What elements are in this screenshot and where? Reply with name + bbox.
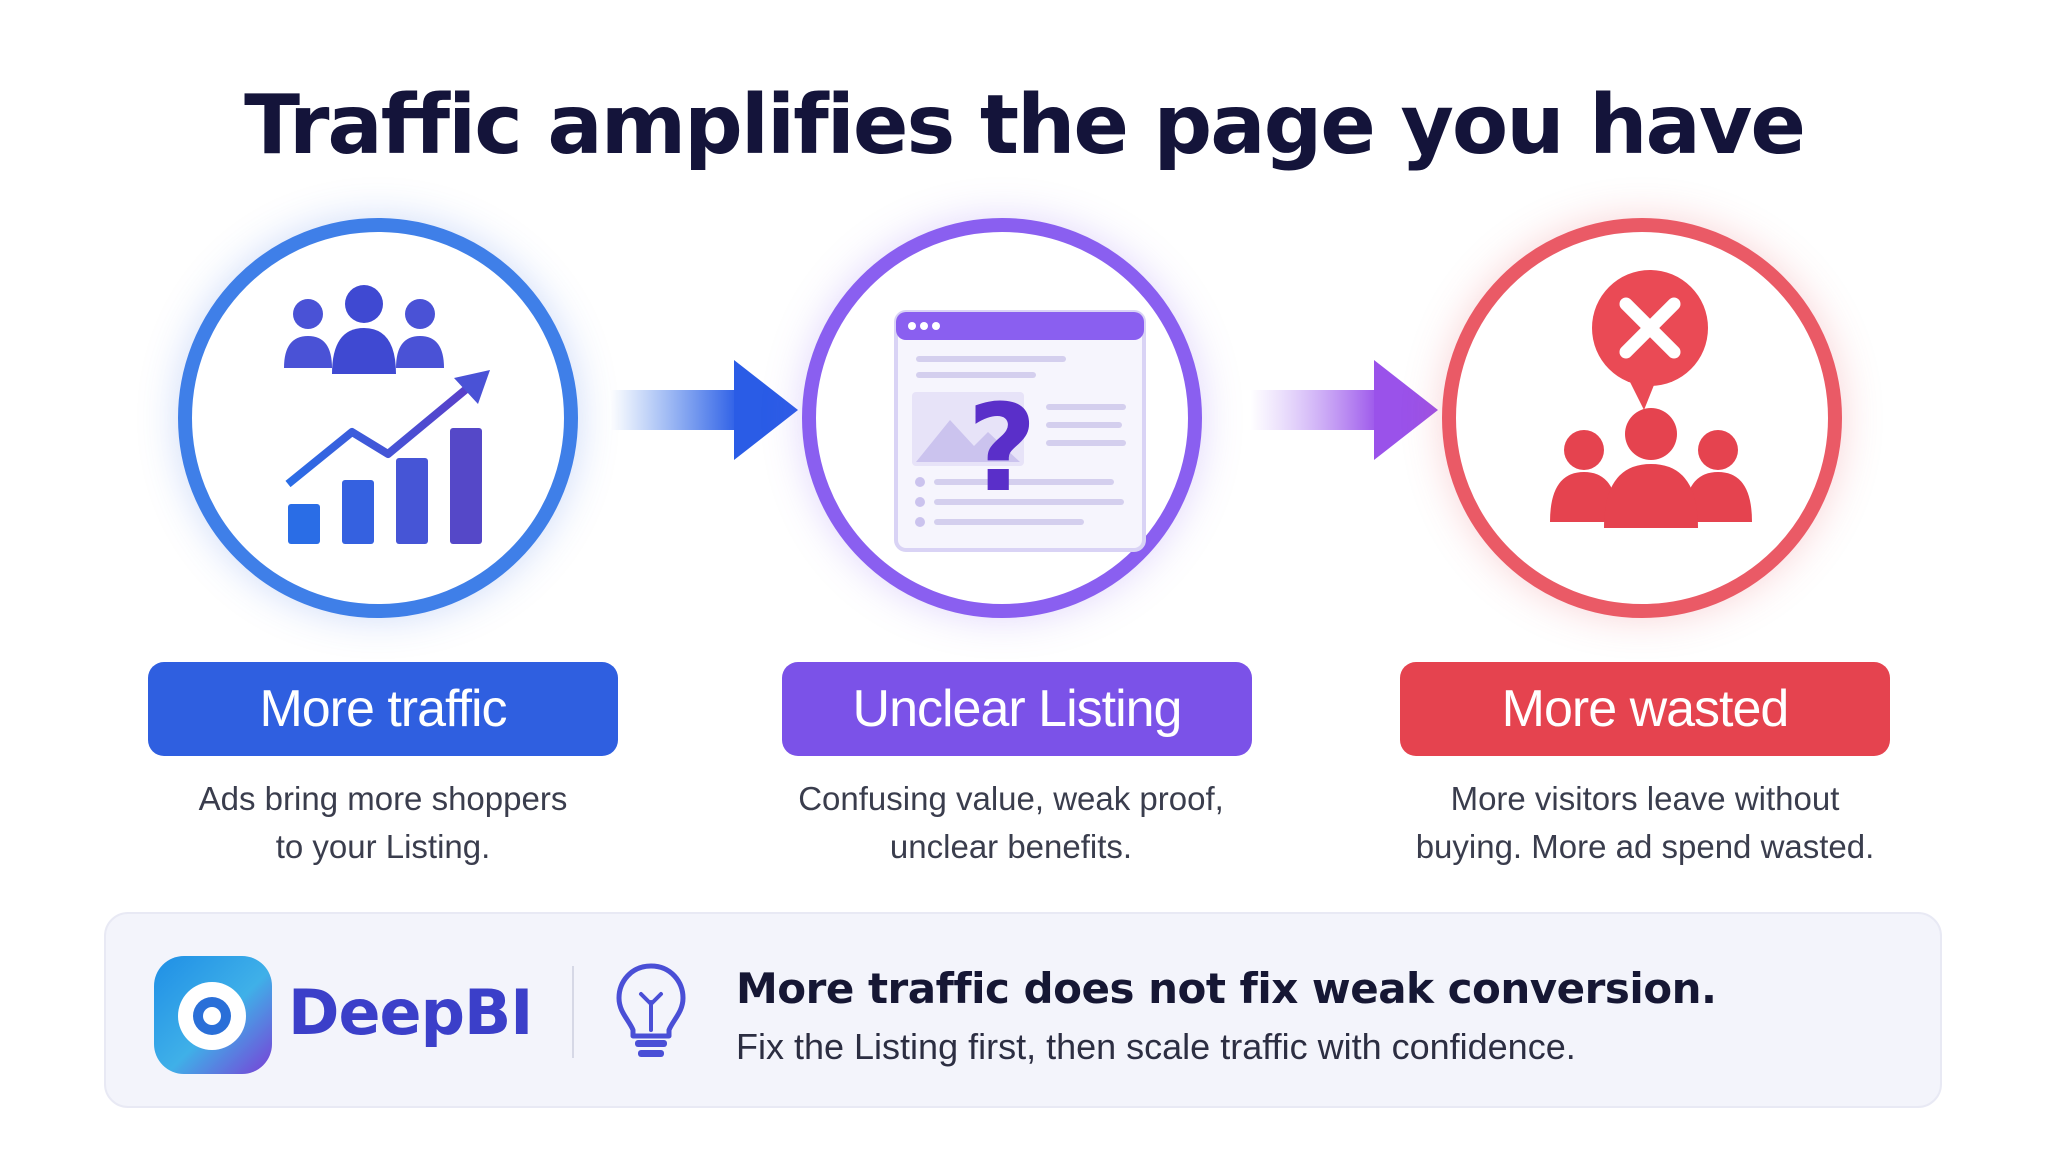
page-title: Traffic amplifies the page you have — [244, 78, 1806, 173]
svg-text:?: ? — [967, 380, 1037, 519]
step-unclear-listing: ? Unclear Listing Confusing value, weak … — [770, 0, 1252, 900]
unclear-listing-page-icon: ? — [894, 310, 1146, 552]
footer-submessage: Fix the Listing first, then scale traffi… — [736, 1026, 1576, 1067]
step-more-traffic: More traffic Ads bring more shoppers to … — [148, 0, 628, 900]
step-2-description: Confusing value, weak proof, unclear ben… — [798, 780, 1224, 865]
deepbi-logo-icon — [154, 956, 272, 1074]
arrow-right-icon — [1250, 360, 1438, 460]
wasted-audience-icon — [1550, 270, 1752, 528]
divider — [572, 966, 574, 1058]
step-1-label: More traffic — [148, 662, 618, 756]
step-3-label: More wasted attention — [1400, 662, 1890, 832]
step-2-circle: ? — [802, 218, 1202, 618]
step-3-description: More visitors leave without buying. More… — [1415, 780, 1875, 865]
arrow-right-icon — [610, 360, 798, 460]
step-3-circle — [1442, 218, 1842, 618]
step-1-circle — [178, 218, 578, 618]
step-2-label: Unclear Listing — [782, 662, 1252, 756]
step-1-description: Ads bring more shoppers to your Listing. — [198, 780, 568, 865]
step-wasted-attention: More wasted attention More visitors leav… — [1400, 0, 1890, 900]
footer-banner: DeepBI More traffic does not fix weak co… — [104, 912, 1942, 1108]
audience-growth-chart-icon — [284, 285, 490, 544]
footer-message: More traffic does not fix weak conversio… — [736, 964, 1717, 1013]
lightbulb-icon — [616, 963, 686, 1057]
brand-name: DeepBI — [288, 976, 533, 1049]
